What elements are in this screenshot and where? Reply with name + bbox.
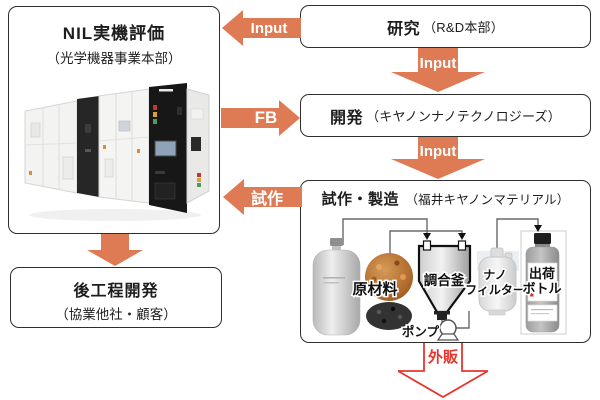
post-box-title: 後工程開発 <box>73 283 159 300</box>
sales-arrow-external: 外販 <box>398 343 488 398</box>
raw-material-granules-image <box>365 253 413 301</box>
input-arrow-mid-label: Input <box>419 55 457 72</box>
shipping-bottle-image <box>520 225 567 335</box>
develop-box-title: 開発 <box>330 109 364 127</box>
input-arrow-research-to-nil: Input <box>221 8 301 48</box>
research-box-title: 研究 <box>387 20 421 38</box>
ship-bottle-label-line2: ボトル <box>522 281 561 296</box>
trial-box-subtitle: （福井キヤノンマテリアル） <box>405 193 570 207</box>
input-arrow-research-to-develop: Input <box>391 48 485 92</box>
input-arrow-top-label: Input <box>250 19 288 37</box>
nano-filter-label-line1: ナノ <box>483 268 506 282</box>
post-process-box: 後工程開発 （協業他社・顧客） <box>10 267 222 328</box>
trial-arrow-label: 試作 <box>250 191 283 208</box>
trial-manufacturing-box: 試作・製造 （福井キヤノンマテリアル） <box>300 180 591 343</box>
fb-arrow-nil-to-develop: FB <box>221 99 301 137</box>
nil-evaluation-box: NIL実機評価 （光学機器事業本部） <box>8 6 220 234</box>
sales-arrow-label: 外販 <box>427 349 458 366</box>
nano-filter-label-line2: フィルター <box>465 283 525 297</box>
nil-machine-image <box>24 83 210 221</box>
post-box-subtitle: （協業他社・顧客） <box>55 307 177 322</box>
raw-material-label: 原材料 <box>352 280 397 298</box>
nil-box-title: NIL実機評価 <box>62 24 166 43</box>
arrow-nil-to-post-process <box>87 234 143 266</box>
input-arrow-low-label: Input <box>419 143 457 160</box>
nano-filter-image <box>477 247 519 316</box>
fb-arrow-label: FB <box>254 108 278 127</box>
research-box: 研究 （R&D本部） <box>300 5 591 48</box>
trial-box-title: 試作・製造 <box>321 191 400 208</box>
pump-icon <box>436 319 460 341</box>
research-box-subtitle: （R&D本部） <box>423 20 504 35</box>
nil-box-subtitle: （光学機器事業本部） <box>46 51 182 66</box>
raw-material-bottle-image <box>312 238 361 336</box>
trial-arrow-trial-to-nil: 試作 <box>222 178 302 216</box>
dark-granules-image <box>366 302 412 330</box>
develop-box-subtitle: （キヤノンナノテクノロジーズ） <box>366 109 561 124</box>
mixing-vessel-label: 調合釜 <box>424 272 465 288</box>
pump-label: ポンプ <box>402 324 440 339</box>
develop-box: 開発 （キヤノンナノテクノロジーズ） <box>300 94 591 137</box>
input-arrow-develop-to-trial: Input <box>391 137 485 179</box>
mixing-vessel-shape <box>417 233 472 320</box>
process-diagram: 原材料 調合釜 ナノ フィルター 出荷 ボトル ポンプ <box>312 218 567 341</box>
ship-bottle-label-line1: 出荷 <box>529 266 555 281</box>
